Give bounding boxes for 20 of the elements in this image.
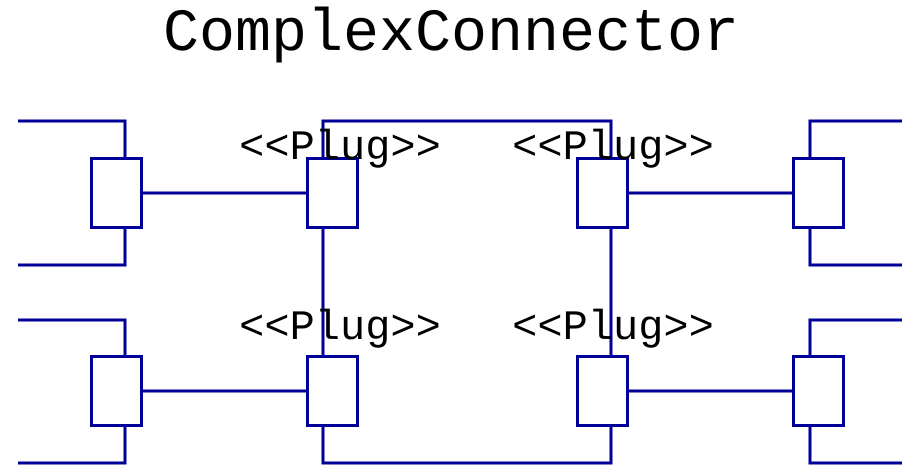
port-box [792, 157, 845, 229]
connector-line [18, 318, 126, 356]
port-box [90, 355, 143, 427]
connector-line [18, 120, 126, 158]
port-box [576, 355, 629, 427]
connector-line [18, 426, 126, 464]
connector-line [808, 120, 902, 158]
diagram-title: ComplexConnector [162, 2, 740, 68]
port-box [792, 355, 845, 427]
connector-line [322, 426, 612, 464]
connector-line [808, 318, 902, 356]
connector-line [628, 192, 794, 194]
connector-line [18, 228, 126, 266]
port-box [306, 355, 359, 427]
connector-line [142, 390, 308, 392]
port-box [90, 157, 143, 229]
connector-line [628, 390, 794, 392]
connector-line [142, 192, 308, 194]
connector-line [808, 426, 902, 464]
connector-line [808, 228, 902, 266]
